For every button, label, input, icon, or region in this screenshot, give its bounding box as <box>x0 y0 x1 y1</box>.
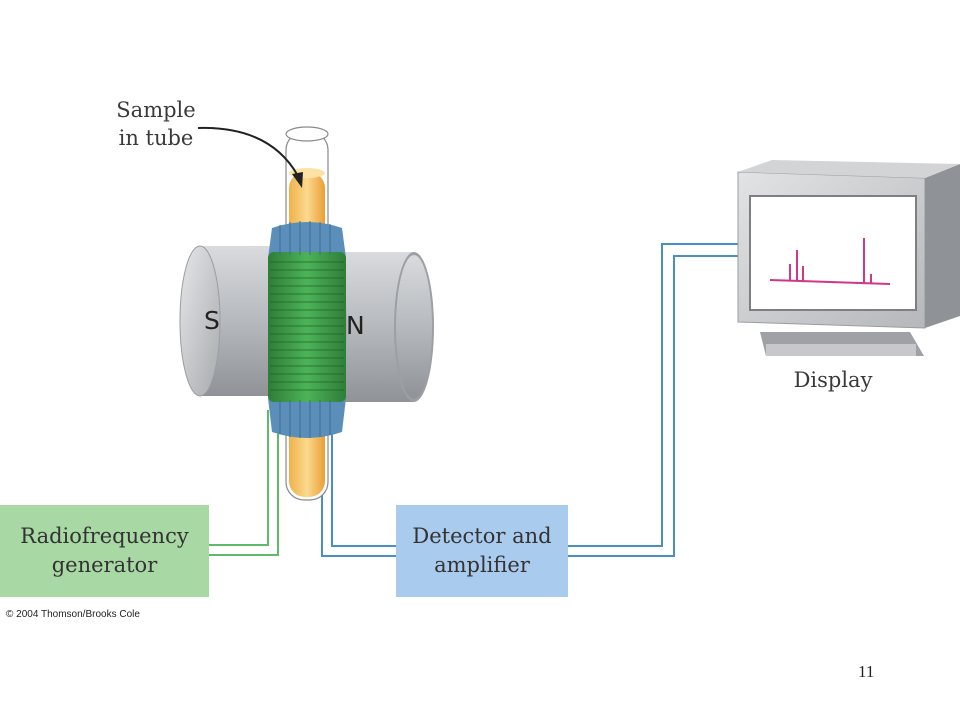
copyright: © 2004 Thomson/Brooks Cole <box>6 609 140 620</box>
rf-coil <box>268 221 346 438</box>
sample-arrow-head <box>292 172 303 188</box>
pole-n-label: N <box>346 311 365 340</box>
pole-s-label: S <box>204 306 220 335</box>
display-wires <box>568 243 738 557</box>
magnet-south <box>179 245 280 397</box>
sample-arrow <box>197 126 299 177</box>
rf-wires <box>209 410 279 556</box>
sample-label: Sample in tube <box>116 98 196 150</box>
spectrum <box>769 238 891 285</box>
page-number: 11 <box>858 662 875 681</box>
detector-box: Detector and amplifier <box>396 505 568 597</box>
display-label: Display <box>793 368 873 392</box>
display-monitor <box>737 160 960 356</box>
rf-generator-box: Radiofrequency generator <box>0 505 209 597</box>
